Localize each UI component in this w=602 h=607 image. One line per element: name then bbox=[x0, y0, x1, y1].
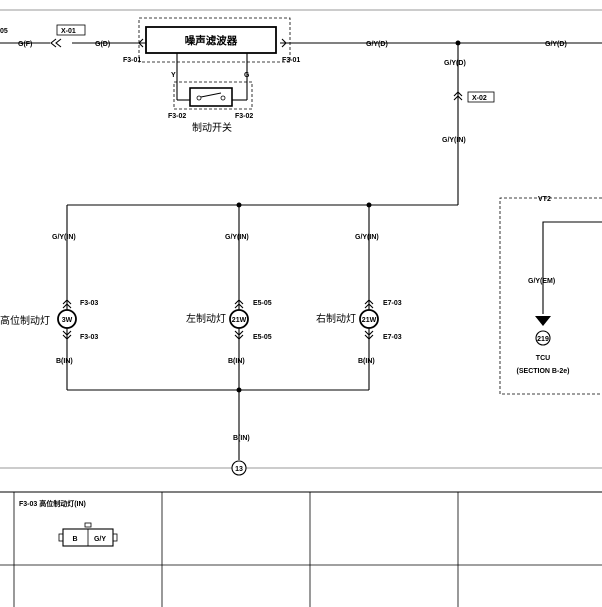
connector-left-tab-icon bbox=[58, 533, 64, 542]
wire-label-gyd-top: G/Y(D) bbox=[366, 41, 388, 48]
tcu-section: (SECTION B-2e) bbox=[517, 368, 570, 375]
high-lamp-bottom-pin-icon bbox=[62, 330, 72, 340]
e505-bottom-label: E5-05 bbox=[253, 334, 272, 341]
left-lamp-bottom-pin-icon bbox=[234, 330, 244, 340]
switch-blade-icon bbox=[200, 92, 222, 98]
right-lamp-label: 右制动灯 bbox=[316, 312, 356, 325]
tcu-arrow-icon bbox=[535, 316, 551, 326]
f302-right-label: F3-02 bbox=[235, 113, 253, 120]
wire-label-gyd-down: G/Y(D) bbox=[444, 60, 466, 67]
right-lamp-bottom-pin-icon bbox=[364, 330, 374, 340]
wire-label-g: G bbox=[244, 72, 250, 79]
x02-connector-box bbox=[467, 91, 495, 103]
wire-label-gyin-left: G/Y(IN) bbox=[52, 234, 76, 241]
e703-bottom-label: E7-03 bbox=[383, 334, 402, 341]
connector-pin-gy: G/Y bbox=[94, 536, 106, 543]
vt2-dashed-box bbox=[499, 197, 602, 395]
f301-left-label: F3-01 bbox=[123, 57, 141, 64]
right-lamp-wattage: 21W bbox=[362, 317, 377, 324]
e505-top-label: E5-05 bbox=[253, 300, 272, 307]
high-lamp-label: 高位制动灯 bbox=[0, 314, 50, 327]
tcu-terminal-icon bbox=[535, 330, 551, 346]
right-lamp-top-pin-icon bbox=[364, 299, 374, 309]
wire-label-gyin-right: G/Y(IN) bbox=[355, 234, 379, 241]
wire-label-gf: G(F) bbox=[18, 41, 32, 48]
connector-right-tab-icon bbox=[112, 533, 118, 542]
brake-switch-box bbox=[189, 87, 233, 107]
x01-label: X-01 bbox=[61, 28, 76, 35]
noise-filter-label: 噪声滤波器 bbox=[185, 34, 238, 47]
f303-top-label: F3-03 bbox=[80, 300, 98, 307]
wire-label-bin-bottom: B(IN) bbox=[233, 435, 250, 442]
high-lamp-bulb-icon bbox=[57, 309, 77, 329]
high-lamp-top-pin-icon bbox=[62, 299, 72, 309]
switch-contact-left-icon bbox=[196, 95, 202, 101]
wire-gyem bbox=[542, 221, 602, 314]
noise-filter-dashed-outline bbox=[138, 17, 291, 63]
wire-label-gd: G(D) bbox=[95, 41, 110, 48]
connector-latch-icon bbox=[84, 522, 92, 528]
connector-pin-b: B bbox=[72, 536, 77, 543]
noise-filter-left-pin-icon bbox=[138, 38, 144, 48]
x01-connector-chevron-icon bbox=[50, 38, 62, 48]
table-cell-title: F3-03 高位制动灯(IN) bbox=[19, 499, 86, 508]
ground-number: 13 bbox=[235, 466, 243, 473]
brake-switch-dashed-outline bbox=[173, 81, 253, 110]
f301-right-label: F3-01 bbox=[282, 57, 300, 64]
left-lamp-top-pin-icon bbox=[234, 299, 244, 309]
tcu-name: TCU bbox=[536, 355, 550, 362]
wire-label-bin-right: B(IN) bbox=[358, 358, 375, 365]
noise-filter-right-pin-icon bbox=[281, 38, 287, 48]
x02-connector-chevron-icon bbox=[453, 91, 463, 101]
left-lamp-bulb-icon bbox=[229, 309, 249, 329]
noise-filter-box bbox=[145, 26, 277, 54]
wire-label-gyin-mid: G/Y(IN) bbox=[225, 234, 249, 241]
wire-label-y: Y bbox=[171, 72, 176, 79]
x01-connector-box bbox=[56, 24, 86, 36]
wire-label-gyin-down: G/Y(IN) bbox=[442, 137, 466, 144]
f303-bottom-label: F3-03 bbox=[80, 334, 98, 341]
junction-bottom-dot bbox=[236, 387, 242, 393]
x02-label: X-02 bbox=[472, 95, 487, 102]
left-lamp-wattage: 21W bbox=[232, 317, 247, 324]
brake-switch-label: 制动开关 bbox=[192, 121, 232, 134]
right-lamp-bulb-icon bbox=[359, 309, 379, 329]
high-lamp-wattage: 3W bbox=[62, 317, 73, 324]
tcu-terminal-number: 219 bbox=[537, 336, 549, 343]
wire-label-bin-mid: B(IN) bbox=[228, 358, 245, 365]
wire-label-bin-left: B(IN) bbox=[56, 358, 73, 365]
e703-top-label: E7-03 bbox=[383, 300, 402, 307]
wire-label-left-edge: 05 bbox=[0, 28, 8, 35]
switch-contact-right-icon bbox=[220, 95, 226, 101]
ground-point-13-icon bbox=[231, 460, 247, 476]
vt2-title: VT2 bbox=[538, 196, 551, 203]
wire-label-gyem: G/Y(EM) bbox=[528, 278, 555, 285]
wire-label-gyd-right: G/Y(D) bbox=[545, 41, 567, 48]
left-lamp-label: 左制动灯 bbox=[186, 312, 226, 325]
f302-left-label: F3-02 bbox=[168, 113, 186, 120]
